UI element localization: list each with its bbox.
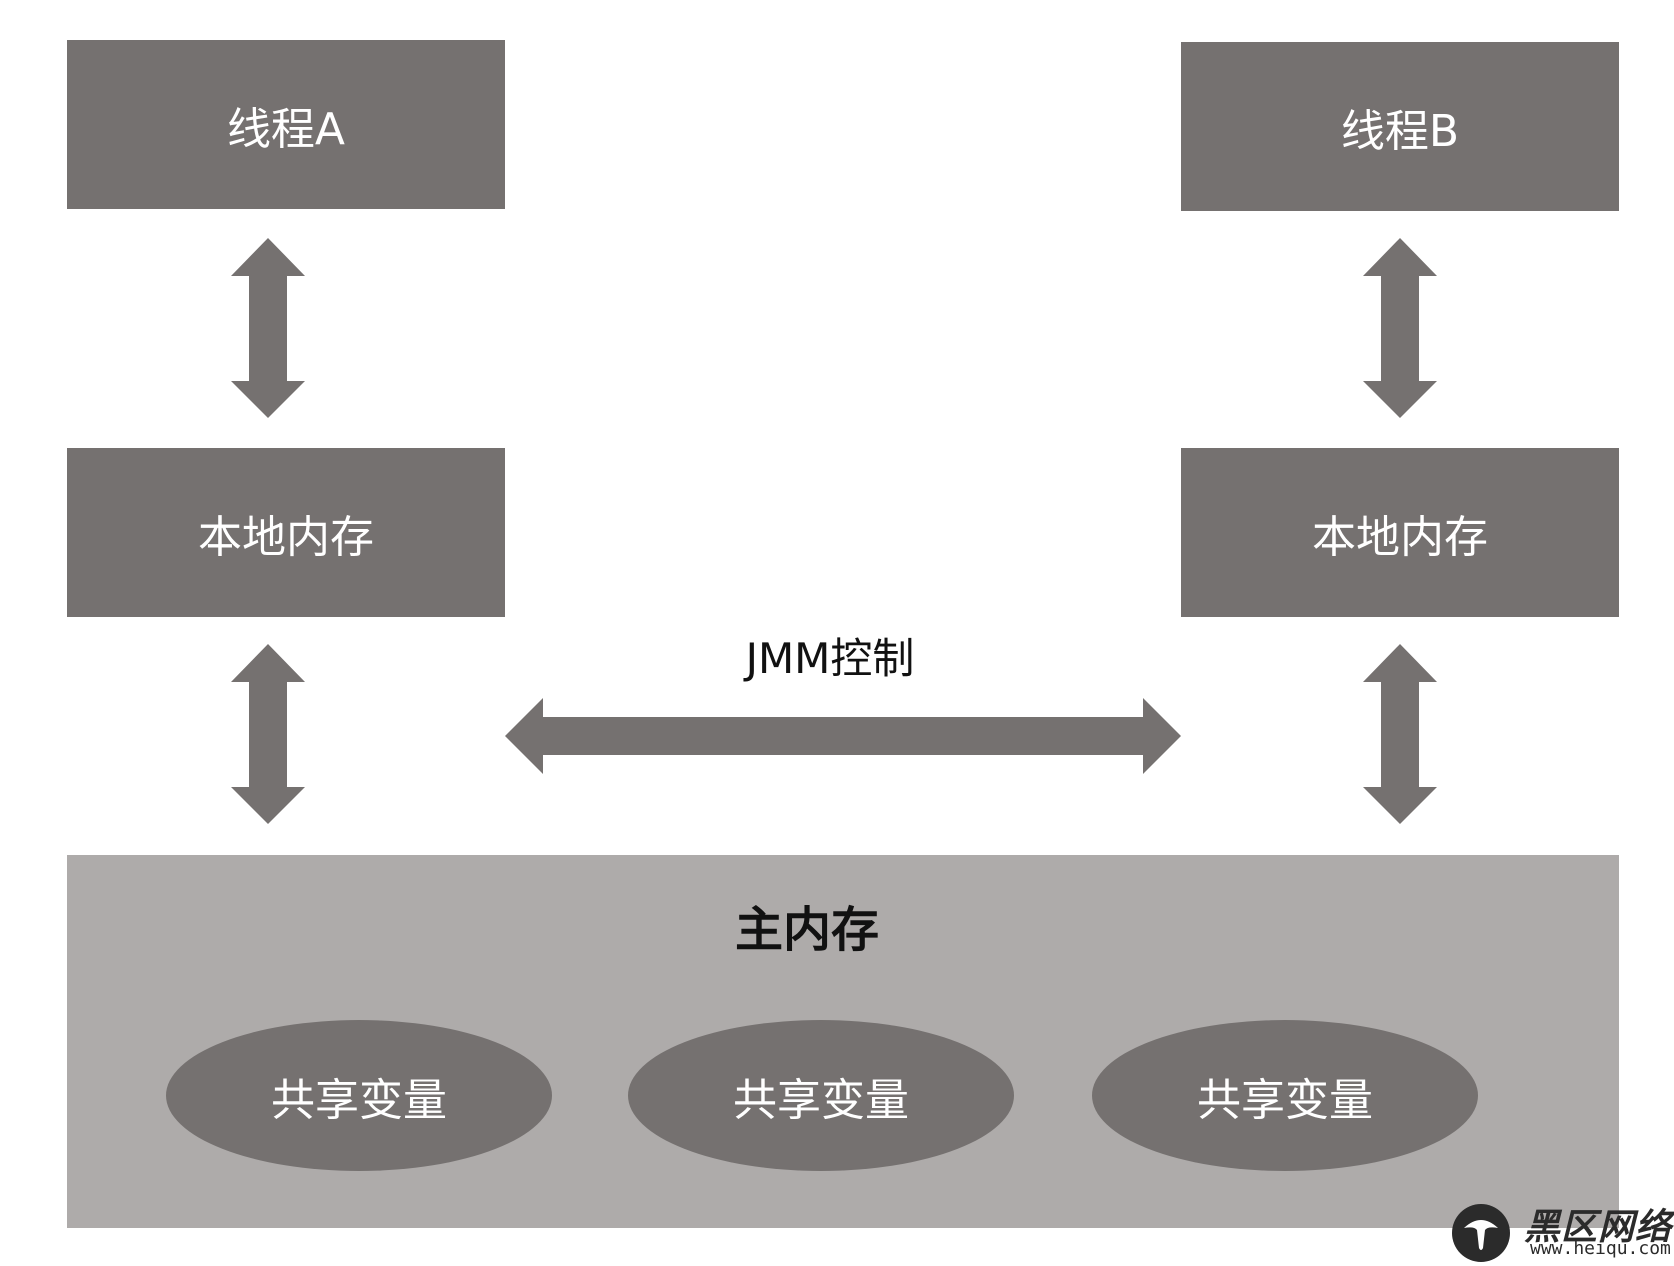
main-memory-title-text: 主内存 [734, 902, 879, 958]
thread-a-box: 线程A [67, 40, 505, 209]
mushroom-logo-icon [1452, 1204, 1510, 1262]
watermark-logo: 黑区网络 www.heiqu.com [1452, 1204, 1674, 1262]
arrow-thread-a-local-a [231, 238, 305, 418]
local-memory-b-box: 本地内存 [1181, 448, 1619, 617]
shared-variable-1-label: 共享变量 [271, 1074, 447, 1126]
shared-variable-3-label: 共享变量 [1197, 1074, 1373, 1126]
arrow-local-b-main [1363, 644, 1437, 824]
shared-variable-3: 共享变量 [1092, 1020, 1478, 1171]
shared-variable-2-label: 共享变量 [733, 1074, 909, 1126]
arrow-thread-b-local-b [1363, 238, 1437, 418]
local-memory-a-box: 本地内存 [67, 448, 505, 617]
jmm-control-label: JMM控制 [745, 634, 915, 683]
local-memory-a-label: 本地内存 [198, 511, 374, 563]
shared-variable-2: 共享变量 [628, 1020, 1014, 1171]
thread-b-label: 线程B [1340, 105, 1460, 157]
arrow-local-a-main [231, 644, 305, 824]
thread-b-box: 线程B [1181, 42, 1619, 211]
thread-a-label: 线程A [226, 103, 346, 155]
arrow-jmm-horizontal [505, 698, 1181, 774]
local-memory-b-label: 本地内存 [1312, 511, 1488, 563]
watermark-url: www.heiqu.com [1530, 1238, 1671, 1259]
watermark-name: 黑区网络 [1524, 1207, 1673, 1248]
main-memory-title: 主内存 [0, 890, 1674, 960]
shared-variable-1: 共享变量 [166, 1020, 552, 1171]
